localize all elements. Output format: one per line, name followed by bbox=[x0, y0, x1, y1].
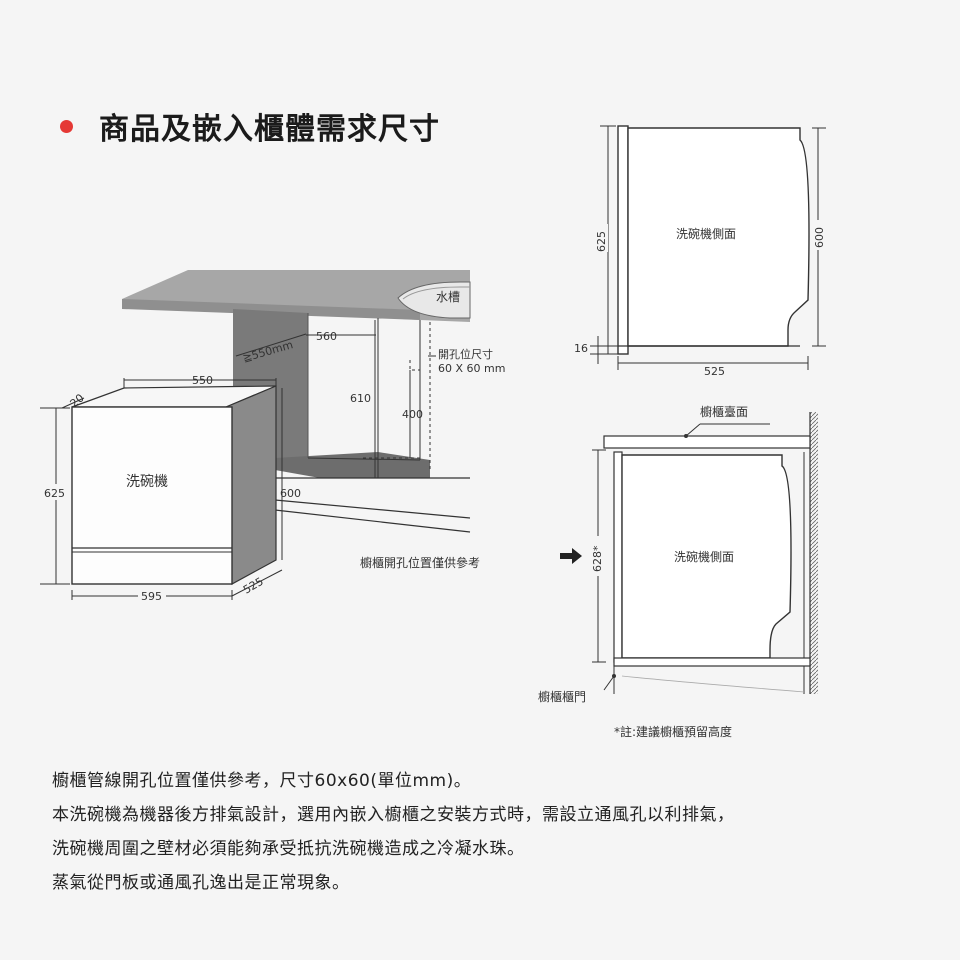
dim-560: 560 bbox=[316, 330, 337, 343]
side-view-top: 625 600 16 525 洗碗機側面 bbox=[574, 125, 826, 378]
dishwasher-body bbox=[71, 378, 277, 585]
dim-400: 400 bbox=[402, 408, 423, 421]
cabinet-side-view: 628* 櫥櫃臺面 洗碗機側面 櫥櫃櫃門 *註:建議櫥櫃預留高度 bbox=[538, 404, 818, 739]
title-row: 商品及嵌入櫃體需求尺寸 bbox=[60, 104, 440, 148]
opening-label-2: 60 X 60 mm bbox=[438, 362, 505, 375]
height-note: *註:建議櫥櫃預留高度 bbox=[614, 724, 732, 739]
notes-block: 櫥櫃管線開孔位置僅供參考，尺寸60x60(單位mm)。 本洗碗機為機器後方排氣設… bbox=[52, 764, 922, 900]
dim-525-left: 525 bbox=[241, 575, 266, 597]
side-view-label-top: 洗碗機側面 bbox=[676, 226, 736, 241]
page-title: 商品及嵌入櫃體需求尺寸 bbox=[99, 112, 440, 147]
dim-600-left: 600 bbox=[280, 487, 301, 500]
dim-610: 610 bbox=[350, 392, 371, 405]
arrow-right-icon bbox=[560, 548, 582, 564]
note-line-1: 櫥櫃管線開孔位置僅供參考，尺寸60x60(單位mm)。 bbox=[52, 771, 472, 791]
note-line-2: 本洗碗機為機器後方排氣設計，選用內嵌入櫥櫃之安裝方式時，需設立通風孔以利排氣， bbox=[52, 805, 735, 825]
cabinet-door-label: 櫥櫃櫃門 bbox=[538, 689, 586, 704]
dim-16: 16 bbox=[574, 342, 588, 355]
note-line-3: 洗碗機周圍之壁材必須能夠承受抵抗洗碗機造成之冷凝水珠。 bbox=[52, 839, 525, 859]
bullet-dot bbox=[60, 119, 73, 133]
dim-600-side: 600 bbox=[813, 227, 826, 248]
dim-595: 595 bbox=[141, 590, 162, 603]
side-view-label-bottom: 洗碗機側面 bbox=[674, 549, 734, 564]
left-install-diagram: 水槽 ≧550mm 560 開孔位尺寸 60 X 60 mm 610 bbox=[40, 270, 505, 603]
dim-525-side: 525 bbox=[704, 365, 725, 378]
dim-550: 550 bbox=[192, 374, 213, 387]
cabinet-caption: 櫥櫃開孔位置僅供參考 bbox=[360, 555, 480, 570]
dim-628: 628* bbox=[591, 545, 604, 572]
countertop-label: 櫥櫃臺面 bbox=[700, 404, 748, 419]
note-line-4: 蒸氣從門板或通風孔逸出是正常現象。 bbox=[52, 873, 350, 893]
countertop-shape bbox=[122, 270, 471, 322]
opening-label-1: 開孔位尺寸 bbox=[438, 347, 493, 361]
dim-625-side: 625 bbox=[595, 231, 608, 252]
dishwasher-label: 洗碗機 bbox=[126, 474, 168, 490]
dim-625-left: 625 bbox=[44, 487, 65, 500]
sink-label: 水槽 bbox=[436, 290, 460, 304]
